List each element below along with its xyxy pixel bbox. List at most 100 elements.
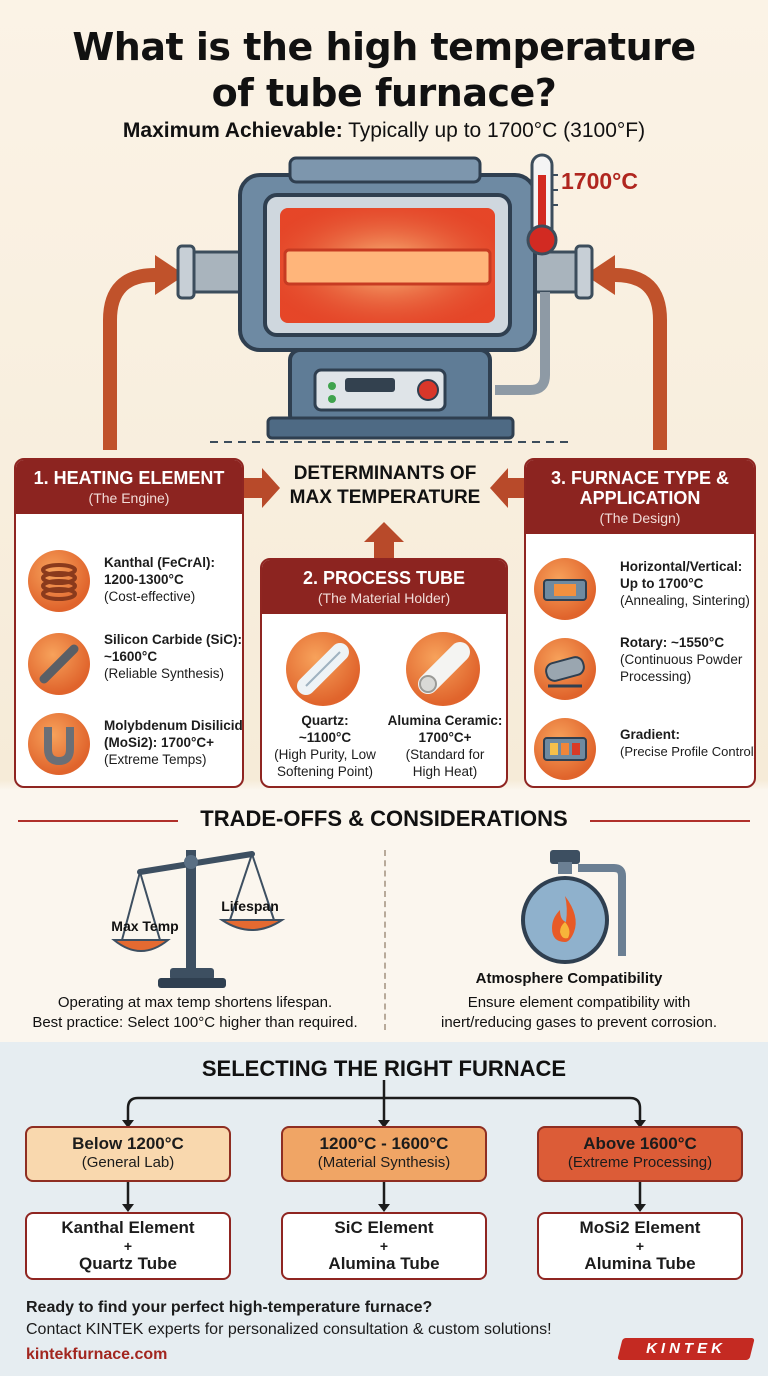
item-note: (High Purity, Low bbox=[274, 747, 376, 762]
subtitle-label: Maximum Achievable: bbox=[122, 119, 343, 142]
page-title: What is the high temperature of tube fur… bbox=[0, 24, 768, 116]
heating-element-header: 1. HEATING ELEMENT (The Engine) bbox=[16, 460, 242, 514]
cta-text: Contact KINTEK experts for personalized … bbox=[26, 1321, 552, 1338]
alumina-tube-icon bbox=[406, 632, 480, 706]
selection-title: SELECTING THE RIGHT FURNACE bbox=[201, 1056, 567, 1081]
item-note: (Reliable Synthesis) bbox=[104, 666, 225, 681]
rotary-furnace-icon bbox=[534, 638, 596, 700]
caption-line: inert/reducing gases to prevent corrosio… bbox=[441, 1014, 717, 1031]
logo-text: KINTEK bbox=[646, 1340, 726, 1357]
atmosphere-caption: Ensure element compatibility with inert/… bbox=[404, 993, 754, 1033]
item-name: Alumina Ceramic: bbox=[387, 713, 503, 728]
result-plus: + bbox=[379, 1238, 389, 1254]
title-line-2: of tube furnace? bbox=[211, 71, 557, 115]
determinants-heading: DETERMINANTS OF MAX TEMPERATURE bbox=[262, 462, 508, 510]
alumina-text: Alumina Ceramic: 1700°C+ (Standard for H… bbox=[384, 712, 506, 780]
horizontal-furnace-icon bbox=[534, 558, 596, 620]
furnace-type-card: 3. FURNACE TYPE & APPLICATION (The Desig… bbox=[524, 458, 756, 788]
process-tube-card: 2. PROCESS TUBE (The Material Holder) Qu… bbox=[260, 558, 508, 788]
item-note: (Continuous Powder bbox=[620, 652, 743, 667]
list-item: Kanthal (FeCrAl): 1200-1300°C (Cost-effe… bbox=[24, 542, 242, 622]
arrow-down-icon bbox=[122, 1120, 134, 1128]
determinant-arrows bbox=[244, 468, 524, 558]
website-link[interactable]: kintekfurnace.com bbox=[26, 1346, 168, 1363]
quartz-tube-icon bbox=[286, 632, 360, 706]
heating-element-title: 1. HEATING ELEMENT bbox=[33, 468, 225, 488]
range-label: Below 1200°C bbox=[72, 1134, 184, 1153]
item-name: Kanthal (FeCrAl): bbox=[104, 555, 215, 570]
caption-line: Best practice: Select 100°C higher than … bbox=[32, 1014, 358, 1031]
arrow-down-icon bbox=[634, 1204, 646, 1212]
range-use: (Material Synthesis) bbox=[317, 1154, 451, 1171]
range-1200-1600: 1200°C - 1600°C (Material Synthesis) bbox=[281, 1126, 487, 1182]
arrow-down-icon bbox=[378, 1204, 390, 1212]
divider bbox=[590, 820, 750, 822]
arrow-right-icon bbox=[610, 268, 667, 450]
thermometer-icon bbox=[526, 153, 558, 256]
gas-cylinder-icon bbox=[521, 850, 626, 964]
list-item: Gradient: (Precise Profile Control) bbox=[530, 710, 756, 786]
list-item: Rotary: ~1550°C (Continuous Powder Proce… bbox=[530, 630, 754, 710]
range-below-1200: Below 1200°C (General Lab) bbox=[25, 1126, 231, 1182]
title-line-1: What is the high temperature bbox=[72, 25, 696, 69]
caption-line: Operating at max temp shortens lifespan. bbox=[57, 994, 333, 1011]
list-item: Silicon Carbide (SiC): ~1600°C (Reliable… bbox=[24, 625, 243, 705]
arrow-left-icon bbox=[103, 268, 160, 450]
item-name: Molybdenum Disilicide bbox=[104, 718, 244, 733]
heating-element-subtitle: (The Engine) bbox=[88, 490, 170, 506]
control-light-icon bbox=[328, 382, 336, 390]
arrow-right-icon bbox=[244, 468, 280, 508]
item-name: Gradient: bbox=[620, 727, 681, 742]
item-name: Silicon Carbide (SiC): bbox=[104, 632, 243, 647]
item-name: Rotary: ~1550°C bbox=[620, 635, 725, 650]
cta-heading: Ready to find your perfect high-temperat… bbox=[26, 1299, 433, 1316]
range-label: 1200°C - 1600°C bbox=[319, 1134, 449, 1153]
u-element-icon bbox=[28, 713, 90, 775]
item-note: (Precise Profile Control) bbox=[620, 744, 756, 759]
tradeoffs-title: TRADE-OFFS & CONSIDERATIONS bbox=[200, 806, 568, 831]
max-temp-label: 1700°C bbox=[561, 168, 638, 194]
range-use: (Extreme Processing) bbox=[567, 1154, 713, 1171]
control-knob-icon bbox=[417, 379, 439, 401]
result-element: SiC Element bbox=[334, 1218, 434, 1237]
item-value: (MoSi2): 1700°C+ bbox=[104, 735, 215, 750]
result-tube: Alumina Tube bbox=[328, 1254, 440, 1273]
range-above-1600: Above 1600°C (Extreme Processing) bbox=[537, 1126, 743, 1182]
result-plus: + bbox=[635, 1238, 645, 1254]
determinants-line-1: DETERMINANTS OF bbox=[293, 463, 477, 484]
item-name: Quartz: bbox=[301, 713, 349, 728]
item-value: 1700°C+ bbox=[418, 730, 472, 745]
arrow-up-icon bbox=[364, 522, 404, 558]
arrow-down-icon bbox=[378, 1120, 390, 1128]
caption-line: Ensure element compatibility with bbox=[467, 994, 691, 1011]
coil-icon bbox=[28, 550, 90, 612]
item-note: (Extreme Temps) bbox=[104, 752, 207, 767]
atmosphere-title: Atmosphere Compatibility bbox=[475, 970, 663, 987]
process-tube-header: 2. PROCESS TUBE (The Material Holder) bbox=[262, 560, 506, 614]
divider bbox=[18, 820, 178, 822]
item-note: Softening Point) bbox=[276, 764, 374, 779]
kintek-logo: KINTEK bbox=[617, 1338, 755, 1360]
item-note: (Cost-effective) bbox=[104, 589, 196, 604]
item-note: High Heat) bbox=[412, 764, 478, 779]
item-value: ~1100°C bbox=[298, 730, 352, 745]
divider bbox=[384, 850, 386, 1030]
lifespan-label: Lifespan bbox=[221, 898, 279, 914]
selection-connectors bbox=[122, 1080, 646, 1212]
item-note: Processing) bbox=[620, 669, 692, 684]
quartz-text: Quartz: ~1100°C (High Purity, Low Soften… bbox=[264, 712, 386, 780]
gradient-furnace-icon bbox=[534, 718, 596, 780]
process-tube-title: 2. PROCESS TUBE bbox=[302, 568, 466, 588]
result-tube: Quartz Tube bbox=[79, 1254, 177, 1273]
result-element: MoSi2 Element bbox=[579, 1218, 701, 1237]
list-item: Horizontal/Vertical: Up to 1700°C (Annea… bbox=[530, 550, 754, 630]
heating-element-card: 1. HEATING ELEMENT (The Engine) Kanthal … bbox=[14, 458, 244, 788]
process-tube-subtitle: (The Material Holder) bbox=[317, 590, 451, 606]
determinants-line-2: MAX TEMPERATURE bbox=[289, 487, 481, 508]
range-label: Above 1600°C bbox=[583, 1134, 697, 1153]
result-element: Kanthal Element bbox=[61, 1218, 195, 1237]
tradeoff-caption: Operating at max temp shortens lifespan.… bbox=[10, 993, 380, 1033]
furnace-type-title-2: APPLICATION bbox=[579, 488, 701, 508]
subtitle: Maximum Achievable: Typically up to 1700… bbox=[0, 119, 768, 143]
